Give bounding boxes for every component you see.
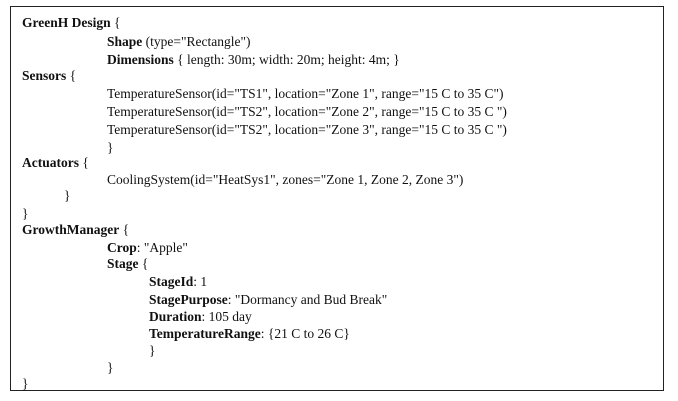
stage-open-brace: {	[138, 256, 149, 271]
growth-manager-close-brace: }	[22, 376, 29, 391]
crop-keyword: Crop	[107, 240, 137, 255]
sensors-close-brace: }	[107, 140, 114, 155]
stage-id-keyword: StageId	[149, 274, 194, 289]
temperature-range-line: TemperatureRange: {21 C to 26 C}	[149, 326, 350, 342]
crop-value: : "Apple"	[136, 240, 188, 255]
stage-id-value: : 1	[193, 274, 208, 289]
actuators-close-brace: }	[22, 206, 29, 221]
shape-keyword: Shape	[107, 34, 143, 49]
duration-keyword: Duration	[149, 309, 202, 324]
dimensions-line: Dimensions { length: 30m; width: 20m; he…	[107, 52, 400, 68]
stage-purpose-value: : "Dormancy and Bud Break"	[227, 292, 388, 307]
stage-purpose-keyword: StagePurpose	[149, 292, 228, 307]
shape-line: Shape (type="Rectangle")	[107, 34, 251, 50]
stage-inner-close-brace: }	[149, 343, 156, 358]
dimensions-value: { length: 30m; width: 20m; height: 4m; }	[173, 52, 400, 67]
cooling-system-line: CoolingSystem(id="HeatSys1", zones="Zone…	[107, 172, 464, 187]
greenh-design-keyword: GreenH Design	[22, 15, 111, 30]
stage-line: Stage {	[107, 256, 148, 272]
actuators-inner-close-brace: }	[64, 188, 71, 203]
actuators-keyword: Actuators	[22, 155, 79, 170]
duration-value: : 105 day	[201, 309, 252, 324]
actuators-header: Actuators {	[22, 155, 89, 171]
stage-close-brace: }	[107, 360, 114, 375]
greenh-design-header: GreenH Design {	[22, 15, 120, 31]
greenh-design-open-brace: {	[110, 15, 121, 30]
stage-keyword: Stage	[107, 256, 139, 271]
code-box	[10, 6, 664, 391]
shape-value: (type="Rectangle")	[142, 34, 251, 49]
growth-manager-header: GrowthManager {	[22, 222, 129, 238]
dimensions-keyword: Dimensions	[107, 52, 174, 67]
temperature-range-keyword: TemperatureRange	[149, 326, 261, 341]
sensors-header: Sensors {	[22, 68, 76, 84]
growth-manager-open-brace: {	[119, 222, 130, 237]
growth-manager-keyword: GrowthManager	[22, 222, 120, 237]
sensor-line: TemperatureSensor(id="TS1", location="Zo…	[107, 86, 504, 101]
sensors-open-brace: {	[66, 68, 77, 83]
actuators-open-brace: {	[79, 155, 89, 170]
sensor-line: TemperatureSensor(id="TS2", location="Zo…	[107, 122, 507, 137]
duration-line: Duration: 105 day	[149, 309, 252, 325]
sensor-line: TemperatureSensor(id="TS2", location="Zo…	[107, 104, 507, 119]
stage-id-line: StageId: 1	[149, 274, 207, 290]
sensors-keyword: Sensors	[22, 68, 67, 83]
stage-purpose-line: StagePurpose: "Dormancy and Bud Break"	[149, 292, 387, 308]
temperature-range-value: : {21 C to 26 C}	[260, 326, 350, 341]
crop-line: Crop: "Apple"	[107, 240, 188, 256]
